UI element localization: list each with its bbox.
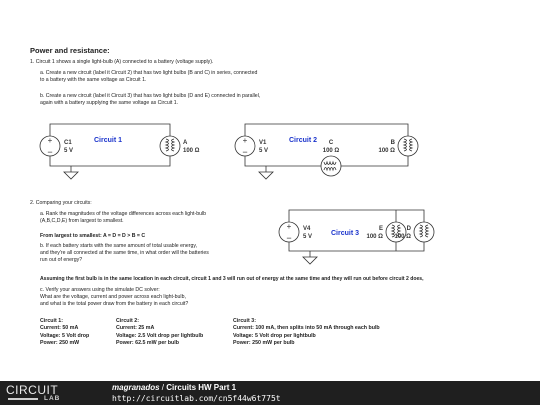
source-name: C1 <box>64 140 72 146</box>
result-current: Current: 100 mA, then splits into 50 mA … <box>233 325 380 332</box>
circuit-title[interactable]: Circuits HW Part 1 <box>166 383 237 392</box>
footer-title: magranados / Circuits HW Part 1 <box>112 383 236 392</box>
result-voltage: Voltage: 2.5 Volt drop per lightbulb <box>116 332 204 339</box>
title-separator: / <box>159 383 167 392</box>
lightbulb-symbol[interactable] <box>397 135 419 157</box>
question-1: 1. Circuit 1 shows a single light-bulb (… <box>30 59 214 65</box>
question-1b-line2: again with a battery supplying the same … <box>40 100 179 106</box>
question-1a-line1: a. Create a new circuit (label it Circui… <box>40 70 258 76</box>
ground-symbol <box>258 165 274 180</box>
result-current: Current: 50 mA <box>40 325 79 332</box>
footer-bar: CIRCUIT LAB magranados / Circuits HW Par… <box>0 381 540 405</box>
circuitlab-logo[interactable]: CIRCUIT <box>6 383 59 397</box>
schematic-canvas: + − C1 5 V Circuit 1 A 100 Ω + − <box>39 123 435 265</box>
question-2a-line1: a. Rank the magnitudes of the voltage di… <box>40 211 207 217</box>
lightbulb-symbol[interactable] <box>413 221 435 243</box>
result-voltage: Voltage: 5 Volt drop <box>40 332 90 339</box>
result-voltage: Voltage: 5 Volt drop per lightbulb <box>233 332 316 339</box>
question-2b-line2: and they're all connected at the same ti… <box>40 250 209 256</box>
bulb-name: D <box>407 226 412 232</box>
result-title: Circuit 2: <box>116 318 139 324</box>
circuit-label: Circuit 1 <box>94 137 122 144</box>
result-power: Power: 62.5 mW per bulb <box>116 340 179 347</box>
bulb-value: 100 Ω <box>183 148 200 154</box>
question-1b-line1: b. Create a new circuit (label it Circui… <box>40 93 261 99</box>
source-name: V1 <box>259 140 267 146</box>
bulb-value: 100 Ω <box>395 234 412 240</box>
bulb-name: E <box>379 226 383 232</box>
question-2a-line2: (A,B,C,D,E) from largest to smallest. <box>40 218 124 224</box>
question-2b-line1: b. If each battery starts with the same … <box>40 243 198 249</box>
results-circuit-2: Circuit 2: Current: 25 mA Voltage: 2.5 V… <box>116 318 203 348</box>
lightbulb-symbol[interactable] <box>159 135 181 157</box>
bulb-name: C <box>329 140 334 146</box>
page-heading: Power and resistance: <box>30 46 110 55</box>
svg-text:−: − <box>242 147 247 157</box>
circuitlab-logo-lab: LAB <box>44 395 61 402</box>
circuit-1-schematic[interactable]: + − C1 5 V Circuit 1 A 100 Ω <box>39 123 200 180</box>
bulb-name: B <box>391 140 396 146</box>
svg-text:−: − <box>47 147 52 157</box>
battery-symbol[interactable]: + − <box>278 221 300 243</box>
question-2c-line1: c. Verify your answers using the simulat… <box>40 287 160 293</box>
circuit-2-schematic[interactable]: + − V1 5 V Circuit 2 C 100 Ω B 100 Ω <box>234 123 419 180</box>
circuit-label: Circuit 3 <box>331 230 359 237</box>
question-1a-line2: to a battery with the same voltage as Ci… <box>40 77 147 83</box>
results-circuit-3: Circuit 3: Current: 100 mA, then splits … <box>233 318 380 348</box>
answer-2a: From largest to smallest: A = D = D > B … <box>40 233 146 239</box>
result-power: Power: 250 mW <box>40 340 80 347</box>
ground-symbol <box>63 165 79 180</box>
question-2c-line2: What are the voltage, current and power … <box>40 294 186 300</box>
bulb-value: 100 Ω <box>379 148 396 154</box>
svg-text:+: + <box>243 136 248 145</box>
question-2b-line3: run out of energy? <box>40 257 83 263</box>
question-2: 2. Comparing your circuits: <box>30 200 92 206</box>
question-2c-line3: and what is the total power draw from th… <box>40 301 189 307</box>
source-value: 5 V <box>303 234 312 240</box>
source-value: 5 V <box>259 148 268 154</box>
battery-symbol[interactable]: + − <box>39 135 61 157</box>
svg-text:+: + <box>287 222 292 231</box>
circuit-label: Circuit 2 <box>289 137 317 144</box>
battery-symbol[interactable]: + − <box>234 135 256 157</box>
ground-symbol <box>302 250 318 265</box>
bulb-name: A <box>183 140 188 146</box>
circuit-3-schematic[interactable]: + − V4 5 V Circuit 3 E 100 Ω D 100 Ω <box>278 209 435 265</box>
results-circuit-1: Circuit 1: Current: 50 mA Voltage: 5 Vol… <box>40 318 89 348</box>
author-link[interactable]: magranados <box>112 383 160 392</box>
result-title: Circuit 3: <box>233 318 256 324</box>
source-value: 5 V <box>64 148 73 154</box>
answer-2b: Assuming the first bulb is in the same l… <box>40 276 424 282</box>
svg-text:−: − <box>286 233 291 243</box>
lightbulb-symbol[interactable] <box>320 155 342 177</box>
result-title: Circuit 1: <box>40 318 63 324</box>
circuit-url[interactable]: http://circuitlab.com/cn5f44w6t775t <box>112 394 281 403</box>
source-name: V4 <box>303 226 311 232</box>
result-power: Power: 250 mW per bulb <box>233 340 295 347</box>
bulb-value: 100 Ω <box>323 148 340 154</box>
lightbulb-symbol[interactable] <box>385 221 407 243</box>
svg-text:+: + <box>48 136 53 145</box>
result-current: Current: 25 mA <box>116 325 155 332</box>
logo-divider <box>8 398 38 400</box>
bulb-value: 100 Ω <box>367 234 384 240</box>
